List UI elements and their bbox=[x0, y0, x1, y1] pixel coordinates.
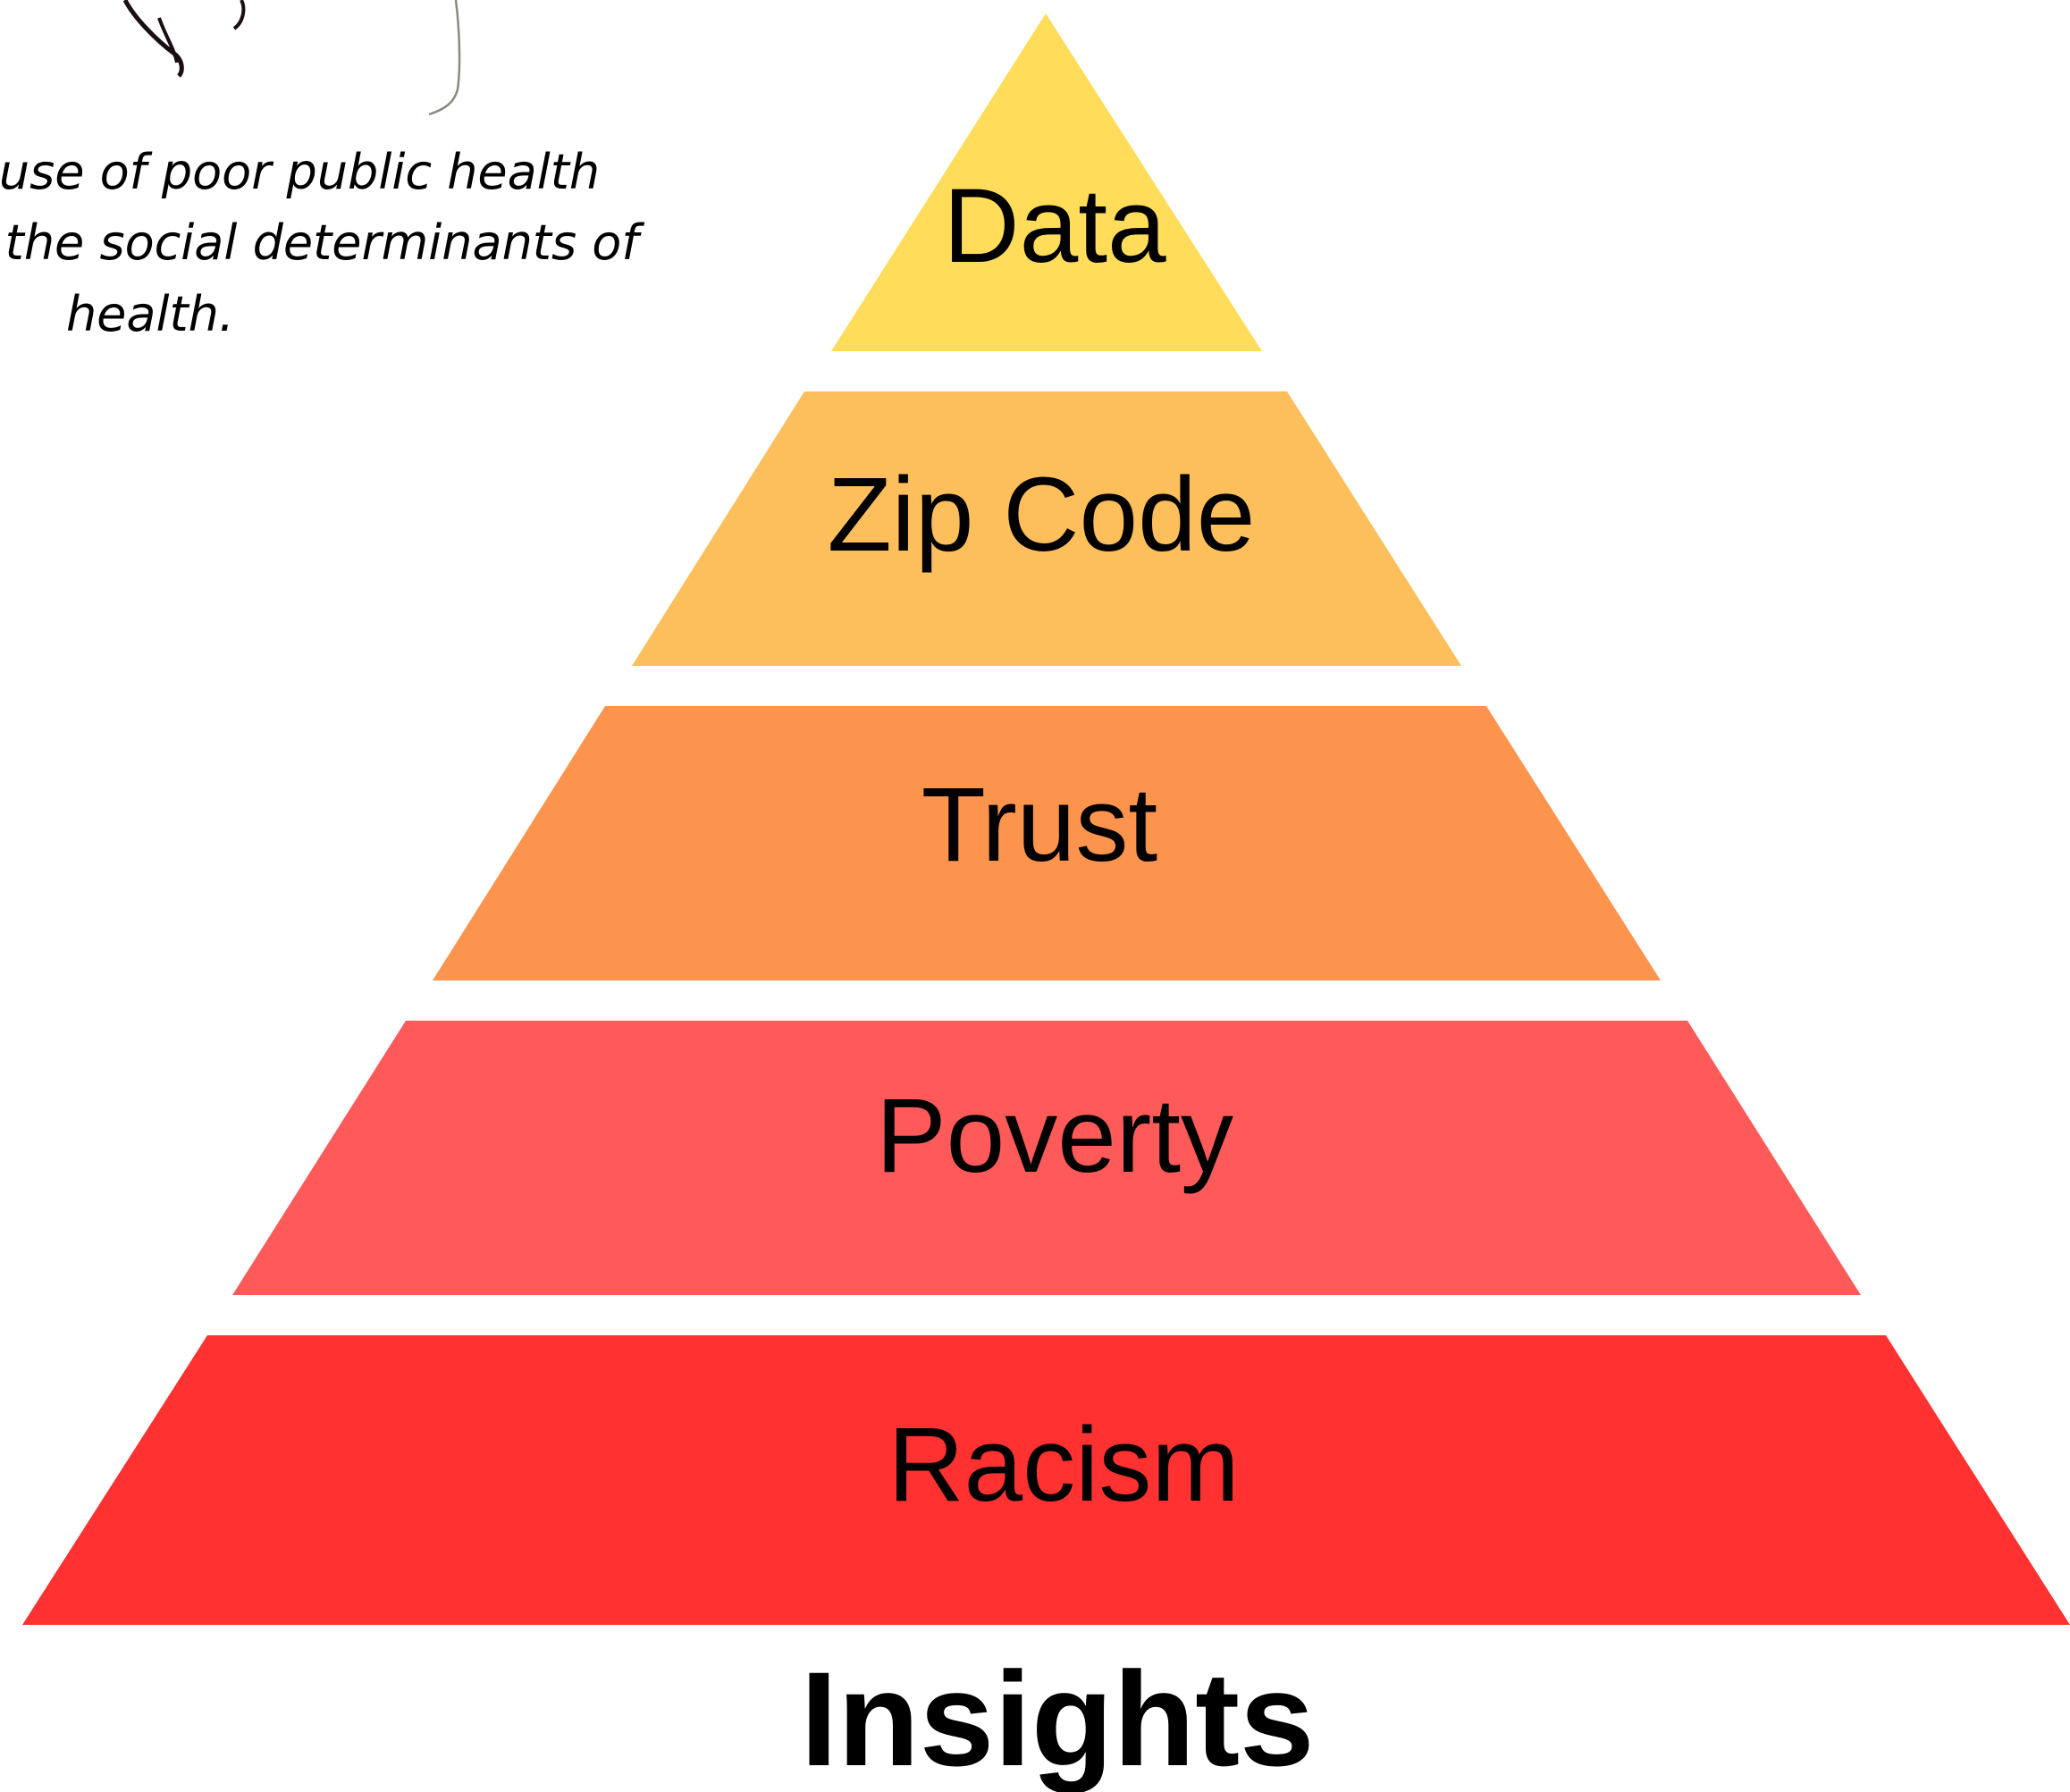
sketch-illustration bbox=[122, 0, 461, 116]
caption-line-1: use of poor public health bbox=[0, 144, 600, 200]
pyramid-level-data bbox=[831, 13, 1262, 351]
insights-title: Insights bbox=[800, 1644, 1314, 1792]
pyramid: Data Zip Code Trust Poverty Racism bbox=[22, 13, 2070, 1625]
caption-line-2: the social determinants of bbox=[5, 215, 645, 271]
pyramid-level-zip-code bbox=[632, 391, 1461, 666]
caption-line-3: health. bbox=[66, 286, 234, 342]
pyramid-level-zip-code-label: Zip Code bbox=[828, 456, 1256, 574]
pyramid-level-trust-label: Trust bbox=[921, 766, 1157, 884]
caption: use of poor public health the social det… bbox=[0, 144, 644, 342]
pyramid-level-trust bbox=[433, 706, 1661, 980]
pyramid-level-poverty bbox=[232, 1021, 1861, 1295]
pyramid-level-racism-label: Racism bbox=[888, 1406, 1239, 1524]
pyramid-level-data-label: Data bbox=[943, 167, 1166, 285]
pyramid-level-racism bbox=[22, 1335, 2070, 1625]
pyramid-level-poverty-label: Poverty bbox=[876, 1077, 1233, 1195]
